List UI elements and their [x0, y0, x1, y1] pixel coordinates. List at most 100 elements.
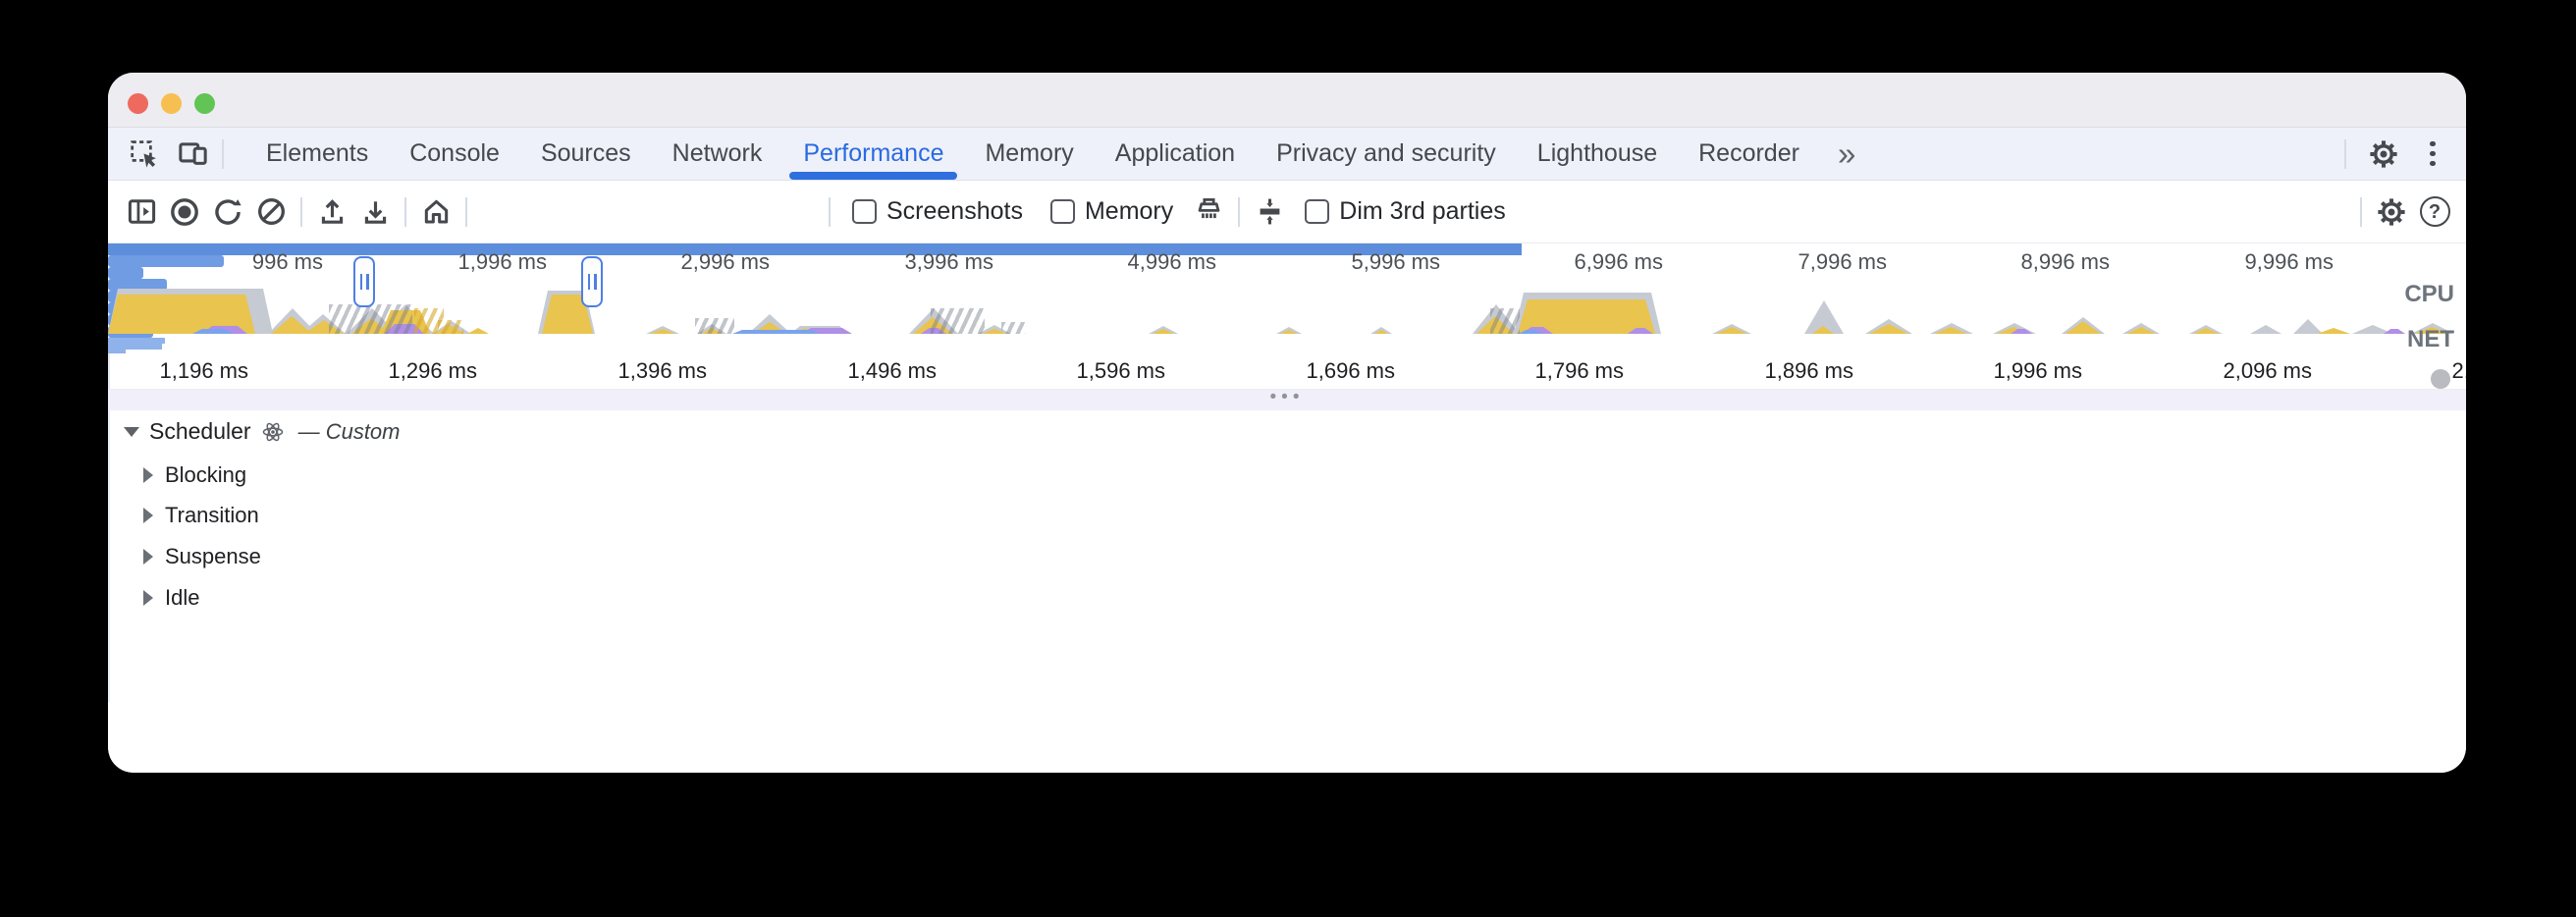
ruler-time-label: 1,296 ms	[388, 358, 478, 383]
tab-application[interactable]: Application	[1114, 139, 1236, 167]
checkbox-box-icon[interactable]	[1049, 199, 1075, 224]
overview-time-label: 8,996 ms	[2020, 249, 2111, 274]
tab-lighthouse[interactable]: Lighthouse	[1536, 139, 1658, 167]
track-row-blocking[interactable]: Blocking	[143, 457, 246, 493]
scrollbar-thumb[interactable]	[2431, 369, 2450, 389]
cpu-hatch-region	[1490, 308, 1520, 334]
memory-checkbox[interactable]: Memory	[1049, 197, 1174, 226]
ruler-time-label: 1,196 ms	[159, 358, 249, 383]
network-tick	[108, 344, 162, 350]
cpu-hatch-region	[931, 308, 985, 334]
expand-triangle-icon	[143, 589, 153, 606]
divider	[1238, 196, 1241, 227]
device-toolbar-icon[interactable]	[171, 134, 214, 175]
ruler-time-label: 1,396 ms	[617, 358, 708, 383]
settings-gear-icon[interactable]	[2362, 134, 2405, 175]
track-row-suspense[interactable]: Suspense	[143, 538, 261, 574]
tab-bar-left-icons	[122, 134, 214, 175]
close-window-button[interactable]	[128, 93, 148, 114]
tab-bar-right-icons	[2336, 134, 2452, 175]
capture-settings-gear-icon[interactable]	[2370, 191, 2413, 233]
overview-time-label: 5,996 ms	[1351, 249, 1441, 274]
network-request-bar	[108, 279, 167, 291]
ruler-gridline	[108, 353, 110, 389]
handle-grip	[594, 274, 597, 290]
devtools-window: Elements Console Sources Network Performance…	[108, 73, 2466, 773]
toggle-sidebar-icon[interactable]	[120, 191, 163, 233]
divider	[465, 196, 467, 227]
panel-tabs: Elements Console Sources Network Performance…	[245, 128, 1820, 180]
selection-handle-right[interactable]	[581, 256, 603, 307]
divider	[829, 196, 831, 227]
tab-elements[interactable]: Elements	[266, 139, 369, 167]
panel-resize-strip[interactable]: •••	[108, 387, 2466, 410]
tab-network[interactable]: Network	[671, 139, 763, 167]
screenshots-checkbox[interactable]: Screenshots	[852, 197, 1023, 226]
track-group-suffix: — Custom	[297, 418, 401, 444]
expand-triangle-icon	[143, 548, 153, 565]
cpu-hatch-region	[438, 320, 463, 334]
memory-label: Memory	[1084, 197, 1174, 225]
handle-grip	[359, 274, 362, 290]
cpu-hatch-region	[1001, 322, 1026, 334]
download-profile-icon[interactable]	[353, 191, 397, 233]
compress-arrows-icon[interactable]	[1248, 191, 1291, 233]
zoom-window-button[interactable]	[194, 93, 215, 114]
minimize-window-button[interactable]	[161, 93, 182, 114]
network-request-bar	[108, 255, 224, 267]
overview-time-label: 996 ms	[251, 249, 323, 274]
divider	[404, 196, 406, 227]
checkbox-box-icon[interactable]	[1305, 199, 1330, 224]
customize-devtools-icon[interactable]	[2413, 135, 2452, 174]
network-activity-band	[108, 243, 1522, 255]
more-tabs-button[interactable]: »	[1837, 135, 1856, 172]
ruler-time-label: 1,596 ms	[1076, 358, 1166, 383]
selection-handle-left[interactable]	[353, 256, 375, 307]
track-group-scheduler[interactable]: Scheduler — Custom	[124, 418, 401, 445]
handle-grip	[366, 274, 369, 290]
track-group-name: Scheduler	[149, 418, 251, 444]
track-row-idle[interactable]: Idle	[143, 579, 199, 616]
tab-recorder[interactable]: Recorder	[1698, 139, 1799, 167]
ruler-time-label: 2,096 ms	[2223, 358, 2313, 383]
record-and-reload-icon[interactable]	[206, 191, 249, 233]
ruler-time-label: 1,696 ms	[1306, 358, 1396, 383]
ruler-time-label: 1,996 ms	[1993, 358, 2083, 383]
dim-3rd-parties-checkbox[interactable]: Dim 3rd parties	[1305, 197, 1506, 226]
screenshots-label: Screenshots	[886, 197, 1023, 225]
performance-toolbar: Screenshots Memory	[108, 181, 2466, 243]
resize-handle-dots-icon[interactable]: •••	[1269, 387, 1305, 407]
tab-sources[interactable]: Sources	[540, 139, 631, 167]
ruler-time-label: 1,896 ms	[1764, 358, 1854, 383]
overview-time-label: 1,996 ms	[457, 249, 548, 274]
tab-console[interactable]: Console	[409, 139, 500, 167]
live-metrics-home-icon[interactable]	[414, 191, 457, 233]
track-row-label: Idle	[165, 584, 200, 610]
network-tick	[108, 338, 165, 344]
net-lane-label: NET	[2407, 326, 2454, 352]
cpu-hatch-region	[329, 304, 412, 334]
record-icon[interactable]	[163, 191, 206, 233]
expand-triangle-icon	[143, 466, 153, 483]
track-row-transition[interactable]: Transition	[143, 498, 259, 532]
tab-privacy-and-security[interactable]: Privacy and security	[1276, 139, 1496, 167]
upload-profile-icon[interactable]	[310, 191, 353, 233]
collapse-triangle-icon	[124, 426, 139, 437]
inspect-element-icon[interactable]	[122, 134, 165, 175]
tab-performance[interactable]: Performance	[782, 128, 964, 180]
track-row-label: Blocking	[165, 461, 247, 487]
network-request-bar	[108, 267, 143, 279]
clear-icon[interactable]	[249, 191, 293, 233]
tab-memory[interactable]: Memory	[985, 139, 1074, 167]
handle-grip	[587, 274, 590, 290]
overview-time-label: 6,996 ms	[1574, 249, 1664, 274]
help-icon[interactable]: ?	[2413, 191, 2456, 233]
window-titlebar[interactable]	[108, 73, 2466, 128]
cpu-hatch-region	[695, 318, 734, 334]
collect-garbage-icon[interactable]	[1187, 191, 1230, 233]
checkbox-box-icon[interactable]	[852, 199, 877, 224]
ruler-time-label: 1,796 ms	[1534, 358, 1625, 383]
